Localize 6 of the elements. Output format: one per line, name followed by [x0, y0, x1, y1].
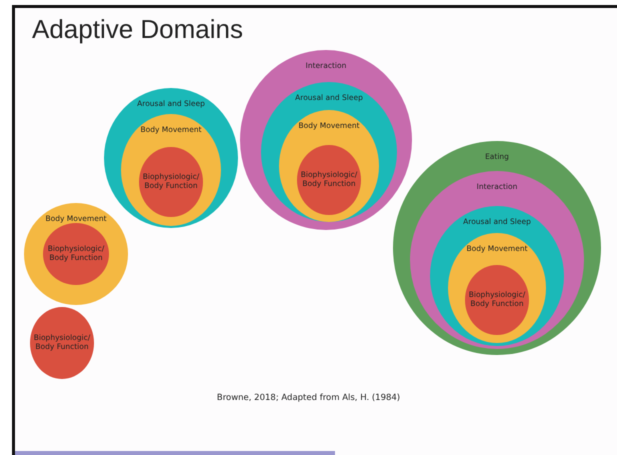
- domain-ellipse: [448, 233, 546, 343]
- domain-ellipse: [465, 265, 529, 335]
- caption: Browne, 2018; Adapted from Als, H. (1984): [216, 393, 400, 403]
- title: Adaptive Domains: [32, 14, 243, 45]
- domain-ellipse: [139, 147, 203, 217]
- domain-ellipse: [297, 145, 361, 215]
